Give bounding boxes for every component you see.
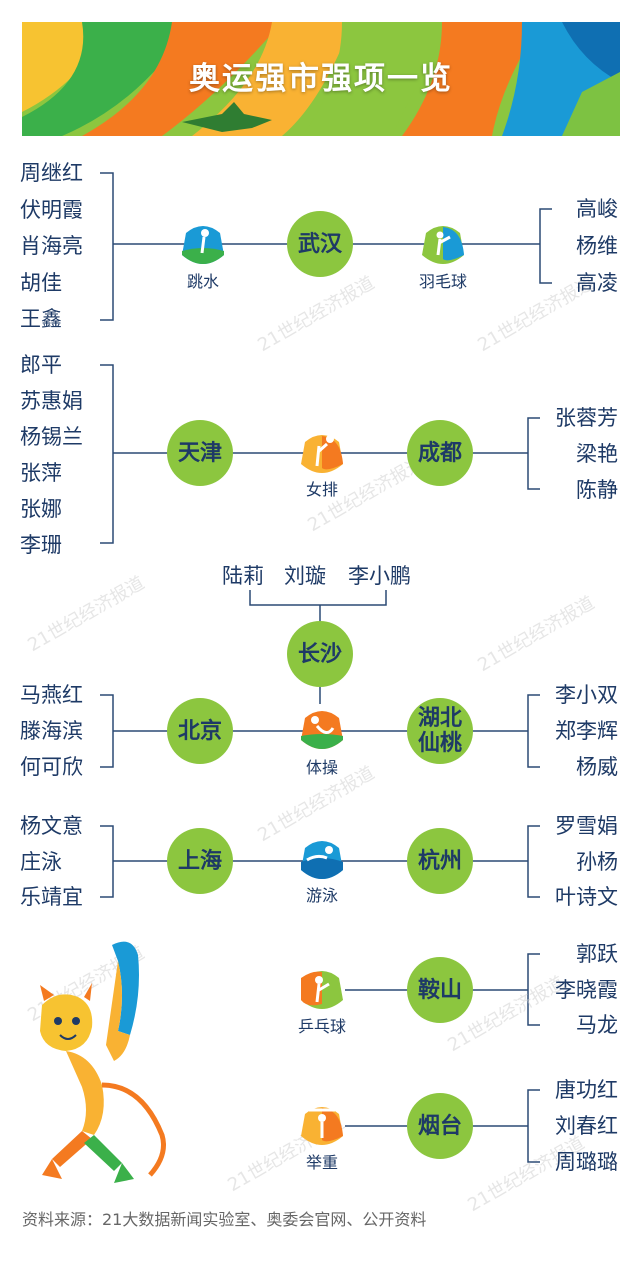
- athlete-name: 郑李辉: [555, 719, 618, 743]
- city-node: 成都: [407, 420, 473, 486]
- athlete-name: 叶诗文: [555, 885, 618, 909]
- sport-label: 羽毛球: [418, 272, 467, 291]
- athlete-name: 伏明霞: [20, 198, 83, 222]
- city-node: 上海: [167, 828, 233, 894]
- city-node: 烟台: [407, 1093, 473, 1159]
- banner-background: [22, 22, 620, 136]
- sport-label: 游泳: [305, 886, 338, 905]
- athlete-name: 李珊: [20, 533, 62, 557]
- city-node: 长沙: [287, 621, 353, 687]
- volleyball-icon: [297, 428, 347, 478]
- gymnastics-icon: [297, 704, 347, 754]
- athlete-name: 杨威: [576, 755, 618, 779]
- source-note: 资料来源：21大数据新闻实验室、奥委会官网、公开资料: [22, 1210, 427, 1229]
- athlete-name: 周璐璐: [555, 1150, 618, 1174]
- city-node: 武汉: [287, 211, 353, 277]
- sport-label: 举重: [305, 1153, 338, 1172]
- athlete-name: 郎平: [20, 353, 62, 377]
- mascot-illustration: [40, 941, 166, 1183]
- athlete-name: 张娜: [20, 497, 62, 521]
- sport-label: 乒乓球: [297, 1017, 346, 1036]
- title-banner: 奥运强市强项一览: [22, 22, 620, 136]
- athlete-name: 罗雪娟: [555, 814, 618, 838]
- athlete-name: 胡佳: [20, 271, 62, 295]
- athlete-name: 高凌: [576, 271, 618, 295]
- athlete-name: 唐功红: [555, 1078, 618, 1102]
- athlete-name: 周继红: [20, 161, 83, 185]
- badminton-icon: [418, 219, 468, 269]
- sport-label: 女排: [305, 480, 338, 499]
- athlete-name: 梁艳: [576, 442, 618, 466]
- city-node: 鞍山: [407, 957, 473, 1023]
- sport-label: 体操: [305, 758, 338, 777]
- athlete-name: 何可欣: [20, 755, 83, 779]
- athlete-name: 陆莉: [222, 564, 264, 588]
- athlete-name: 王鑫: [20, 307, 62, 331]
- athlete-name: 郭跃: [576, 942, 618, 966]
- diving-icon: [178, 219, 228, 269]
- swimming-icon: [297, 834, 347, 884]
- athlete-name: 刘春红: [555, 1114, 618, 1138]
- weightlifting-icon: [297, 1100, 347, 1150]
- athlete-name: 马燕红: [20, 683, 83, 707]
- athlete-name: 乐靖宜: [20, 885, 83, 909]
- athlete-name: 李小双: [555, 683, 618, 707]
- athlete-name: 杨锡兰: [20, 425, 83, 449]
- athlete-name: 马龙: [576, 1013, 618, 1037]
- athlete-name: 杨文意: [20, 814, 83, 838]
- athlete-name: 苏惠娟: [20, 389, 83, 413]
- athlete-name: 张萍: [20, 461, 62, 485]
- city-node: 北京: [167, 698, 233, 764]
- athlete-name: 滕海滨: [20, 719, 83, 743]
- athlete-name: 高峻: [576, 197, 618, 221]
- athlete-name: 肖海亮: [20, 234, 83, 258]
- athlete-name: 庄泳: [20, 850, 62, 874]
- athlete-name: 孙杨: [576, 850, 618, 874]
- athlete-name: 刘璇: [284, 564, 326, 588]
- athlete-name: 李小鹏: [348, 564, 411, 588]
- table-tennis-icon: [297, 964, 347, 1014]
- athlete-name: 杨维: [576, 234, 618, 258]
- page-title: 奥运强市强项一览: [189, 61, 453, 97]
- athlete-name: 张蓉芳: [555, 406, 618, 430]
- sport-label: 跳水: [186, 272, 219, 291]
- city-node: 湖北 仙桃: [407, 698, 473, 764]
- city-node: 杭州: [407, 828, 473, 894]
- athlete-name: 陈静: [576, 478, 618, 502]
- city-node: 天津: [167, 420, 233, 486]
- athlete-name: 李晓霞: [555, 978, 618, 1002]
